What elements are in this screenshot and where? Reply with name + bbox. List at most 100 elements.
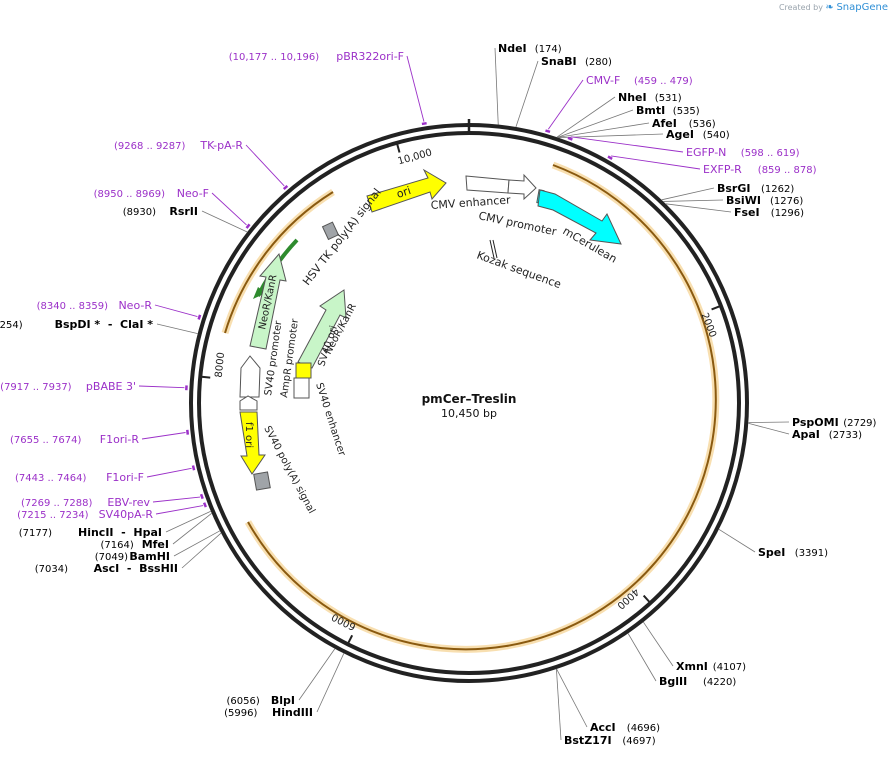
primer-pbr322ori-f: pBR322ori-F [336, 50, 404, 63]
primer-range-pbabe-3: (7917 .. 7937) [0, 382, 72, 393]
primer-leader-neo-f [211, 192, 247, 226]
tick-mark [711, 304, 722, 311]
site-bsiwi: BsiWI [726, 194, 761, 207]
tick-mark [642, 594, 652, 604]
primer-sv40pa-r: SV40pA-R [99, 508, 154, 521]
sv40-polya-label: SV40 poly(A) signal [261, 424, 317, 515]
site-agei: AgeI [666, 128, 694, 141]
site-mfei: MfeI [142, 538, 169, 551]
site-leader-fsei [665, 203, 732, 213]
primer-leader-f1ori-r [141, 432, 186, 440]
site-pos-bamhi: (7049) [95, 552, 128, 563]
tick-label: 10,000 [397, 147, 434, 167]
sv40-promoter-feature [239, 355, 261, 398]
site-leader-snabi [515, 60, 539, 128]
cmv-enhancer-feature [465, 175, 510, 194]
site-rsrii: RsrII [169, 205, 198, 218]
site-nhei: NheI [618, 91, 647, 104]
site-acci: AccI [590, 721, 616, 734]
treslin-orf-arc [247, 164, 717, 651]
site-leader-bamhi [173, 530, 221, 557]
site-leader-bmti [557, 109, 634, 138]
cmv-promoter-feature [507, 173, 537, 201]
site-bstz17i: BstZ17I [564, 734, 612, 747]
site-pos-bstz17i: (4697) [622, 736, 655, 747]
site-pos-hincii-hpai: (7177) [19, 528, 52, 539]
site-blpi: BlpI [271, 694, 295, 707]
site-bmti: BmtI [636, 104, 665, 117]
site-pos-fsei: (1296) [771, 208, 804, 219]
primer-range-pbr322ori-f: (10,177 .. 10,196) [229, 52, 320, 63]
site-leader-bsiwi [663, 199, 724, 202]
site-snabi: SnaBI [541, 55, 577, 68]
site-pos-nhei: (531) [655, 93, 682, 104]
credit-brand: SnapGene [836, 2, 888, 13]
hsv-tk-label: HSV TK poly(A) signal [300, 186, 384, 288]
site-leader-spei [718, 528, 756, 553]
site-pos-agei: (540) [703, 130, 730, 141]
cmv-enhancer-label: CMV enhancer [430, 193, 511, 212]
site-pos-blpi: (6056) [227, 696, 260, 707]
f1-ori-feature [239, 411, 266, 475]
site-pos-acci: (4696) [627, 723, 660, 734]
site-pos-pspomi: (2729) [843, 418, 876, 429]
site-leader-bglii [627, 633, 657, 682]
site-leader-nhei [556, 96, 616, 138]
site-pos-snabi: (280) [585, 57, 612, 68]
primer-leader-cmv-f [547, 79, 584, 130]
primer-pbabe-3: pBABE 3' [86, 380, 136, 393]
site-leader-bspdi-clai [156, 323, 198, 335]
primer-leader-exfp-r [611, 155, 701, 170]
site-apai: ApaI [792, 428, 820, 441]
hsv-tk-polya-feature [321, 221, 340, 241]
site-pos-bsiwi: (1276) [770, 196, 803, 207]
site-pos-bglii: (4220) [703, 677, 736, 688]
site-afei: AfeI [652, 117, 677, 130]
primer-tk-pa-r: TK-pA-R [199, 139, 243, 152]
sv40-enhancer-label: SV40 enhancer [313, 382, 347, 459]
tick-mark [395, 142, 401, 153]
site-fsei: FseI [734, 206, 760, 219]
primer-mark-sv40pa-r [202, 502, 208, 508]
site-pos-bspdi-clai: (8254) [0, 320, 23, 331]
primer-exfp-r: EXFP-R [703, 163, 742, 176]
primer-mark-tk-pa-r [282, 185, 289, 191]
primer-leader-pbabe-3 [138, 385, 185, 389]
primer-mark-neo-r [197, 314, 202, 320]
primer-range-exfp-r: (859 .. 878) [758, 165, 817, 176]
site-pspomi: PspOMI [792, 416, 839, 429]
primer-range-cmv-f: (459 .. 479) [634, 76, 693, 87]
site-pos-ndei: (174) [535, 44, 562, 55]
primer-range-tk-pa-r: (9268 .. 9287) [114, 141, 186, 152]
orf-arcs [221, 161, 720, 653]
site-pos-apai: (2733) [829, 430, 862, 441]
primer-mark-exfp-r [607, 155, 613, 160]
site-leader-rsrii [201, 210, 248, 233]
primer-leader-tk-pa-r [245, 144, 285, 187]
kozak-label: Kozak sequence [475, 249, 563, 292]
ori-label: ori [395, 184, 413, 201]
site-bsrgi: BsrGI [717, 182, 750, 195]
site-leader-bstz17i [556, 668, 562, 741]
site-leader-pspomi [748, 421, 790, 423]
site-leader-apai [748, 422, 790, 435]
site-leader-hincii-hpai [165, 510, 211, 533]
site-asci-bsshii: AscI - BssHII [94, 562, 178, 575]
sv40-enhancer-feature [293, 377, 310, 399]
tick-label: 8000 [214, 352, 227, 378]
primer-egfp-n: EGFP-N [686, 146, 726, 159]
site-leader-acci [556, 668, 588, 728]
tick-mark [200, 375, 211, 379]
primer-leader-egfp-n [570, 136, 684, 153]
site-spei: SpeI [758, 546, 785, 559]
plasmid-size: 10,450 bp [441, 407, 497, 420]
plasmid-name: pmCer–Treslin [422, 392, 517, 406]
primer-leader-sv40pa-r [155, 505, 204, 515]
primer-leader-neo-r [154, 304, 198, 317]
site-pos-bmti: (535) [673, 106, 700, 117]
site-labels: NdeI(174)SnaBI(280)NheI(531)BmtI(535)Afe… [0, 42, 877, 747]
site-leader-agei [558, 133, 664, 139]
primer-mark-ebv-rev [199, 493, 204, 500]
primer-annotations: pBR322ori-F(10,177 .. 10,196)CMV-F(459 .… [0, 50, 816, 521]
snapgene-logo-icon: ❧ [825, 2, 834, 13]
